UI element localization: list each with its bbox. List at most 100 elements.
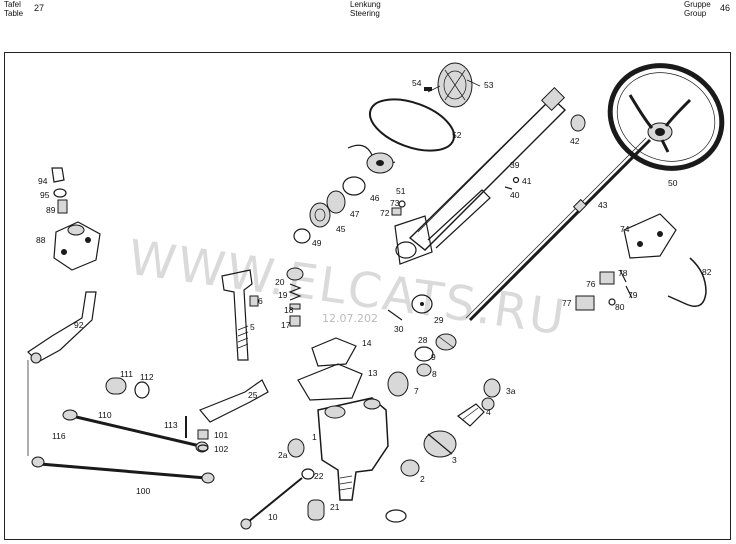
callout: 25 <box>248 390 258 400</box>
callout: 92 <box>74 320 84 330</box>
boot-20 <box>286 267 304 281</box>
header-center: Lenkung Steering <box>350 0 381 18</box>
washer-18 <box>289 303 301 310</box>
callout: 3a <box>506 386 516 396</box>
bearing-7 <box>387 371 409 397</box>
ring-49 <box>293 228 311 244</box>
idler-arm <box>27 291 97 364</box>
callout: 100 <box>136 486 150 496</box>
callout: 88 <box>36 235 46 245</box>
block-77 <box>575 295 595 311</box>
callout: 45 <box>336 224 346 234</box>
coupling-28 <box>435 333 457 351</box>
callout: 116 <box>52 431 66 441</box>
callout: 18 <box>284 305 294 315</box>
steering-arm-5 <box>221 269 253 361</box>
washer-102 <box>197 444 209 452</box>
bushing-42 <box>570 114 586 132</box>
bearing-4-lower <box>400 459 420 477</box>
table-number: 27 <box>34 3 45 13</box>
bushing-2a <box>287 438 305 458</box>
callout: 110 <box>98 410 112 420</box>
switch-plate <box>437 62 473 108</box>
turn-signal-cancel-cam <box>347 144 396 174</box>
steering-wheel <box>607 63 725 171</box>
callout: 28 <box>418 335 428 345</box>
screw-30 <box>387 309 403 321</box>
seal-8 <box>416 363 432 377</box>
callout: 80 <box>615 302 625 312</box>
callout: 43 <box>598 200 608 210</box>
bushing-111 <box>105 377 127 395</box>
callout: 22 <box>314 471 324 481</box>
callout: 53 <box>484 80 494 90</box>
cover-14 <box>311 337 357 367</box>
screw-80 <box>608 298 616 306</box>
callout: 102 <box>214 444 228 454</box>
watermark-date: 12.07.202 <box>322 312 378 325</box>
callout: 19 <box>278 290 288 300</box>
bearing-4-upper <box>481 397 495 411</box>
callout: 49 <box>312 238 322 248</box>
callout: 17 <box>281 320 291 330</box>
table-label-en: Table <box>4 9 24 18</box>
callout: 94 <box>38 176 48 186</box>
tie-rod-110 <box>62 409 209 453</box>
pin-78 <box>619 269 627 283</box>
cap-17 <box>289 315 301 327</box>
nut-94 <box>51 167 65 183</box>
callout: 47 <box>350 209 360 219</box>
callout: 112 <box>140 372 154 382</box>
callout: 74 <box>620 224 630 234</box>
callout: 89 <box>46 205 56 215</box>
callout: 10 <box>268 512 278 522</box>
header-left: Tafel Table <box>4 0 23 18</box>
bracket-88 <box>53 221 101 271</box>
callout: 29 <box>434 315 444 325</box>
group-label-de: Gruppe <box>684 0 711 9</box>
steering-column-jacket <box>394 86 567 265</box>
callout: 6 <box>258 296 263 306</box>
callout: 3 <box>452 455 457 465</box>
callout: 13 <box>368 368 378 378</box>
clip-72 <box>391 207 402 216</box>
ring-10 <box>385 509 407 523</box>
worm-shaft <box>456 403 485 427</box>
callout: 9 <box>431 352 436 362</box>
bearing-3a <box>483 378 501 398</box>
column-support-74 <box>623 213 677 259</box>
callout: 51 <box>396 186 406 196</box>
sleeve-6 <box>249 295 259 307</box>
steering-column-shaft <box>465 137 652 322</box>
callout: 42 <box>570 136 580 146</box>
sector-3 <box>423 430 457 458</box>
callout: 77 <box>562 298 572 308</box>
callout: 113 <box>164 420 178 430</box>
callout-labels: 54 53 52 42 51 50 39 41 40 73 72 47 46 4… <box>36 78 712 522</box>
callout: 2 <box>420 474 425 484</box>
callout: 54 <box>412 78 422 88</box>
callout: 4 <box>486 407 491 417</box>
washer-95 <box>53 188 67 198</box>
callout: 41 <box>522 176 532 186</box>
flange-29 <box>411 294 433 314</box>
ring-9 <box>414 346 434 362</box>
callout: 50 <box>668 178 678 188</box>
callout: 72 <box>380 208 390 218</box>
group-label-en: Group <box>684 9 707 18</box>
callout: 46 <box>370 193 380 203</box>
nut-41 <box>512 176 520 184</box>
callout: 78 <box>618 268 628 278</box>
diagram-frame <box>4 52 731 540</box>
callout: 79 <box>628 290 638 300</box>
callout: 52 <box>452 130 462 140</box>
callout: 111 <box>120 369 133 379</box>
spring-19 <box>288 283 302 301</box>
seal-22 <box>301 468 315 480</box>
gasket-13 <box>297 363 363 401</box>
horn-ring <box>368 98 456 152</box>
group-number: 46 <box>720 3 731 13</box>
callout: 5 <box>250 322 255 332</box>
callout: 21 <box>330 502 340 512</box>
